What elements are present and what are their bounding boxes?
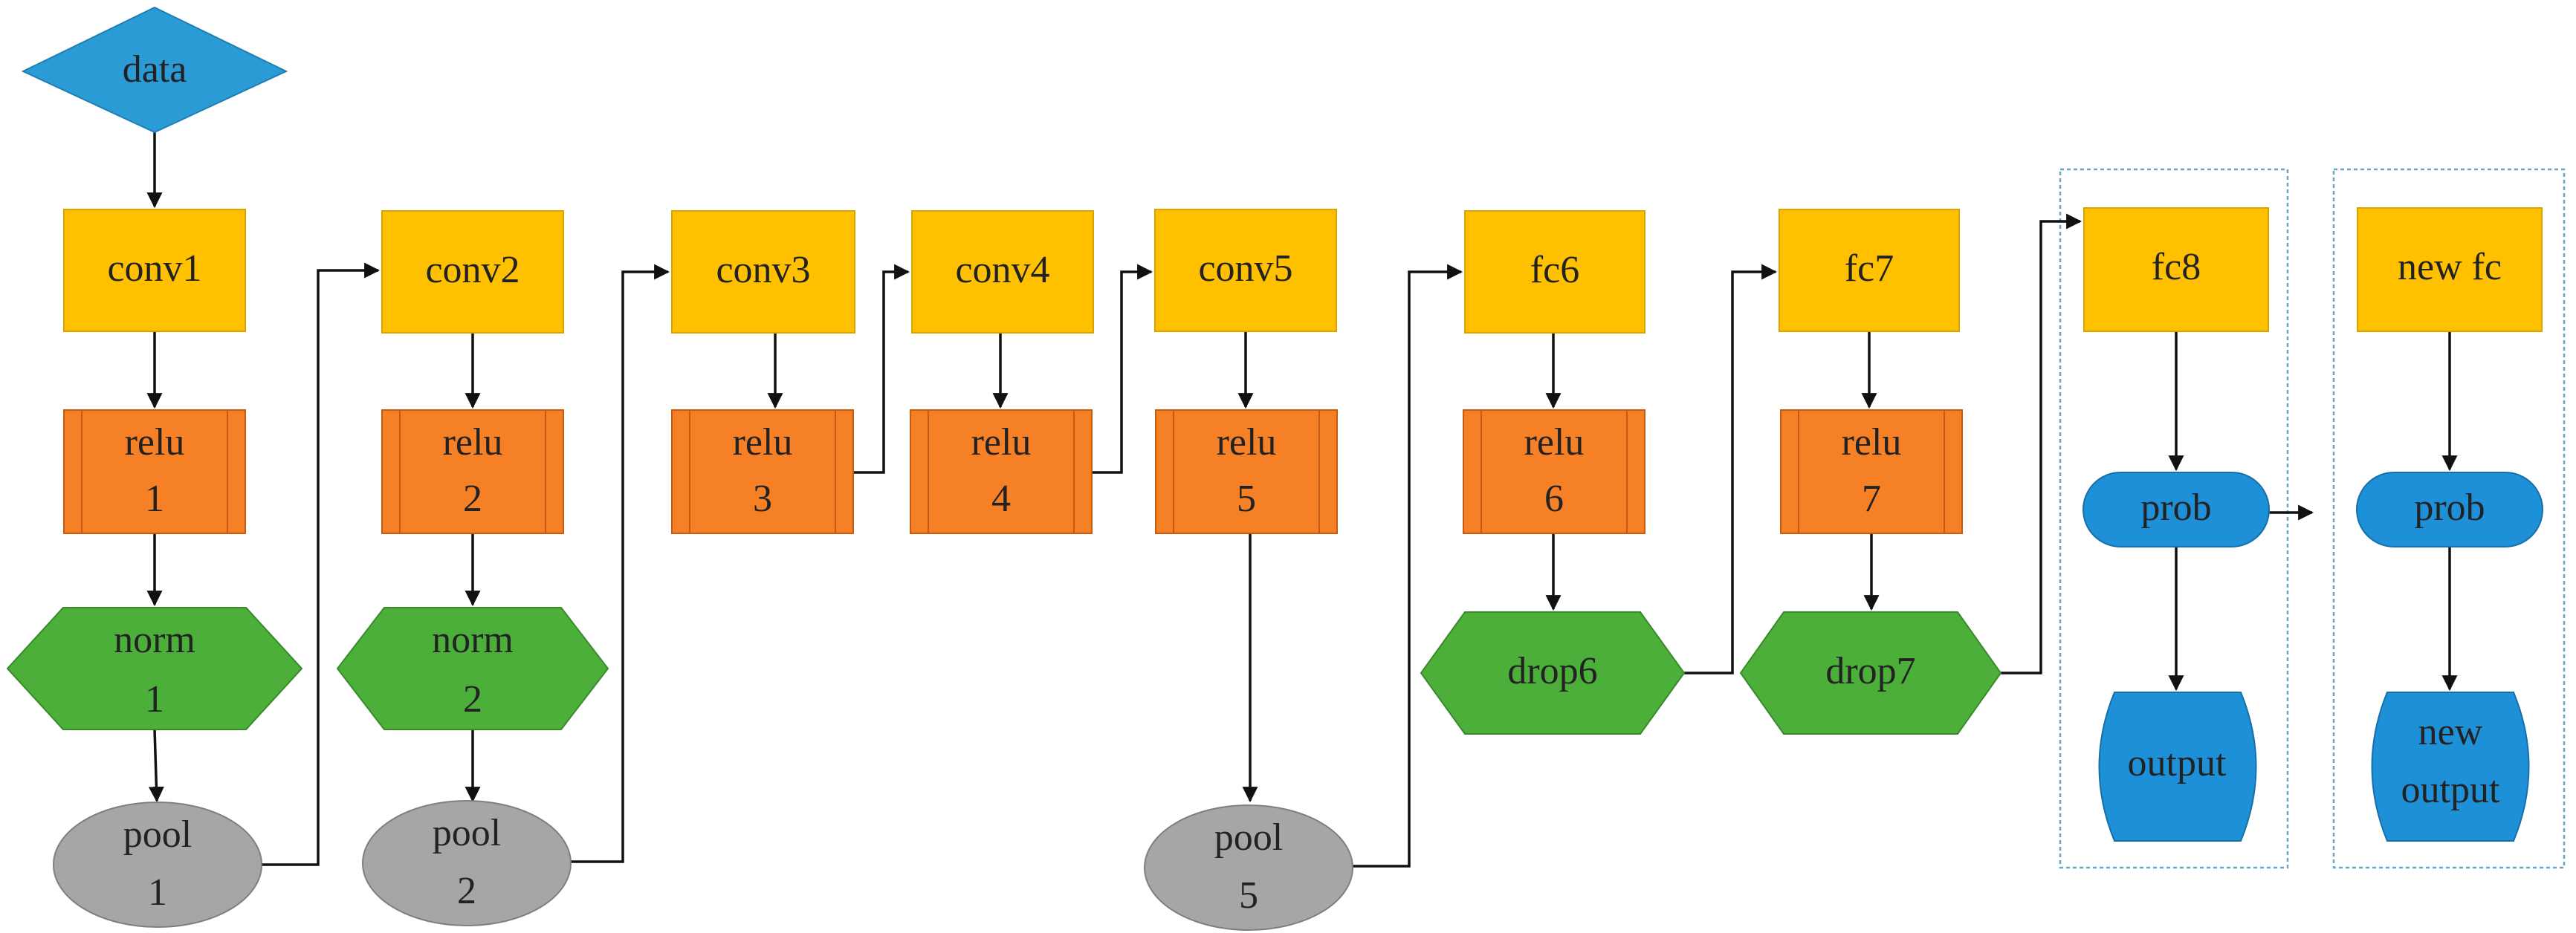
node-pool1: pool 1 [53, 802, 262, 928]
node-new-fc: new fc [2357, 207, 2543, 332]
fc8-label: fc8 [2152, 246, 2201, 288]
connectors [146, 132, 2458, 868]
relu2-label-line2: 2 [463, 478, 482, 520]
norm2-label-line1: norm [432, 619, 514, 661]
node-fc6: fc6 [1464, 210, 1645, 334]
node-relu1: relu 1 [63, 409, 246, 534]
node-conv4: conv4 [911, 210, 1094, 334]
pool2-label-line2: 2 [457, 870, 476, 912]
relu6-label-line1: relu [1524, 421, 1585, 464]
node-drop6: drop6 [1420, 611, 1686, 735]
drop6-label: drop6 [1507, 650, 1597, 692]
node-drop7: drop7 [1739, 611, 2002, 735]
node-conv5: conv5 [1154, 209, 1337, 332]
new-prob-label: prob [2414, 487, 2485, 529]
relu7-label-line1: relu [1842, 421, 1902, 464]
relu5-label-line2: 5 [1237, 478, 1256, 520]
pool1-label-line1: pool [123, 813, 192, 856]
node-fc7: fc7 [1779, 209, 1960, 332]
edge-relu3-conv4 [853, 264, 910, 474]
relu5-label-line1: relu [1217, 421, 1277, 464]
node-new-output: new output [2371, 692, 2530, 842]
new-output-label-line2: output [2401, 769, 2500, 811]
edge-relu4-conv5 [1092, 264, 1153, 474]
node-prob: prob [2083, 472, 2270, 547]
node-relu5: relu 5 [1155, 409, 1338, 534]
relu3-label-line1: relu [733, 421, 793, 464]
node-relu2: relu 2 [381, 409, 564, 534]
node-data: data [21, 6, 288, 134]
node-pool5: pool 5 [1144, 804, 1353, 931]
edge-drop7-fc8 [2001, 213, 2083, 674]
output-label: output [2128, 742, 2227, 784]
node-relu6: relu 6 [1463, 409, 1645, 534]
node-output: output [2098, 692, 2257, 842]
data-diamond [21, 6, 288, 134]
relu1-label-line2: 1 [145, 478, 164, 520]
pool2-label-line1: pool [433, 812, 501, 854]
edge-pool1-conv2 [262, 262, 381, 866]
norm2-label-line2: 2 [463, 678, 482, 721]
relu4-label-line1: relu [971, 421, 1032, 464]
pool5-label-line1: pool [1214, 816, 1283, 859]
edge-pool2-conv3 [571, 264, 670, 863]
node-conv2: conv2 [381, 210, 564, 334]
edge-drop6-fc7 [1684, 264, 1778, 674]
pool5-label-line2: 5 [1239, 874, 1258, 917]
fc7-label: fc7 [1845, 247, 1894, 290]
conv4-label: conv4 [955, 249, 1049, 291]
relu2-label-line1: relu [443, 421, 503, 464]
norm1-label-line2: 1 [145, 678, 164, 721]
new-output-label-line1: new [2418, 711, 2483, 753]
pool1-label-line2: 1 [148, 871, 167, 914]
node-relu3: relu 3 [671, 409, 854, 534]
norm1-label-line1: norm [114, 619, 195, 661]
conv3-label: conv3 [716, 249, 810, 291]
node-new-prob: prob [2356, 472, 2543, 547]
node-relu7: relu 7 [1780, 409, 1963, 534]
relu3-label-line2: 3 [753, 478, 772, 520]
node-relu4: relu 4 [910, 409, 1093, 534]
conv5-label: conv5 [1198, 247, 1292, 290]
conv1-label: conv1 [107, 247, 201, 290]
new-fc-label: new fc [2398, 246, 2502, 288]
relu4-label-line2: 4 [991, 478, 1011, 520]
node-conv3: conv3 [671, 210, 855, 334]
original-output-group [2059, 168, 2289, 869]
node-norm1: norm 1 [6, 607, 303, 730]
new-output-group [2332, 168, 2566, 869]
fc6-label: fc6 [1530, 249, 1579, 291]
prob-label: prob [2140, 487, 2211, 529]
node-fc8: fc8 [2083, 207, 2269, 332]
relu7-label-line2: 7 [1862, 478, 1881, 520]
relu6-label-line2: 6 [1544, 478, 1564, 520]
relu1-label-line1: relu [125, 421, 185, 464]
node-norm2: norm 2 [336, 607, 609, 730]
node-pool2: pool 2 [362, 800, 572, 926]
conv2-label: conv2 [425, 249, 520, 291]
node-conv1: conv1 [63, 209, 246, 332]
edge-pool5-fc6 [1353, 264, 1463, 868]
edge-norm1-pool1 [148, 729, 164, 803]
drop7-label: drop7 [1825, 650, 1915, 692]
data-label: data [123, 48, 187, 91]
